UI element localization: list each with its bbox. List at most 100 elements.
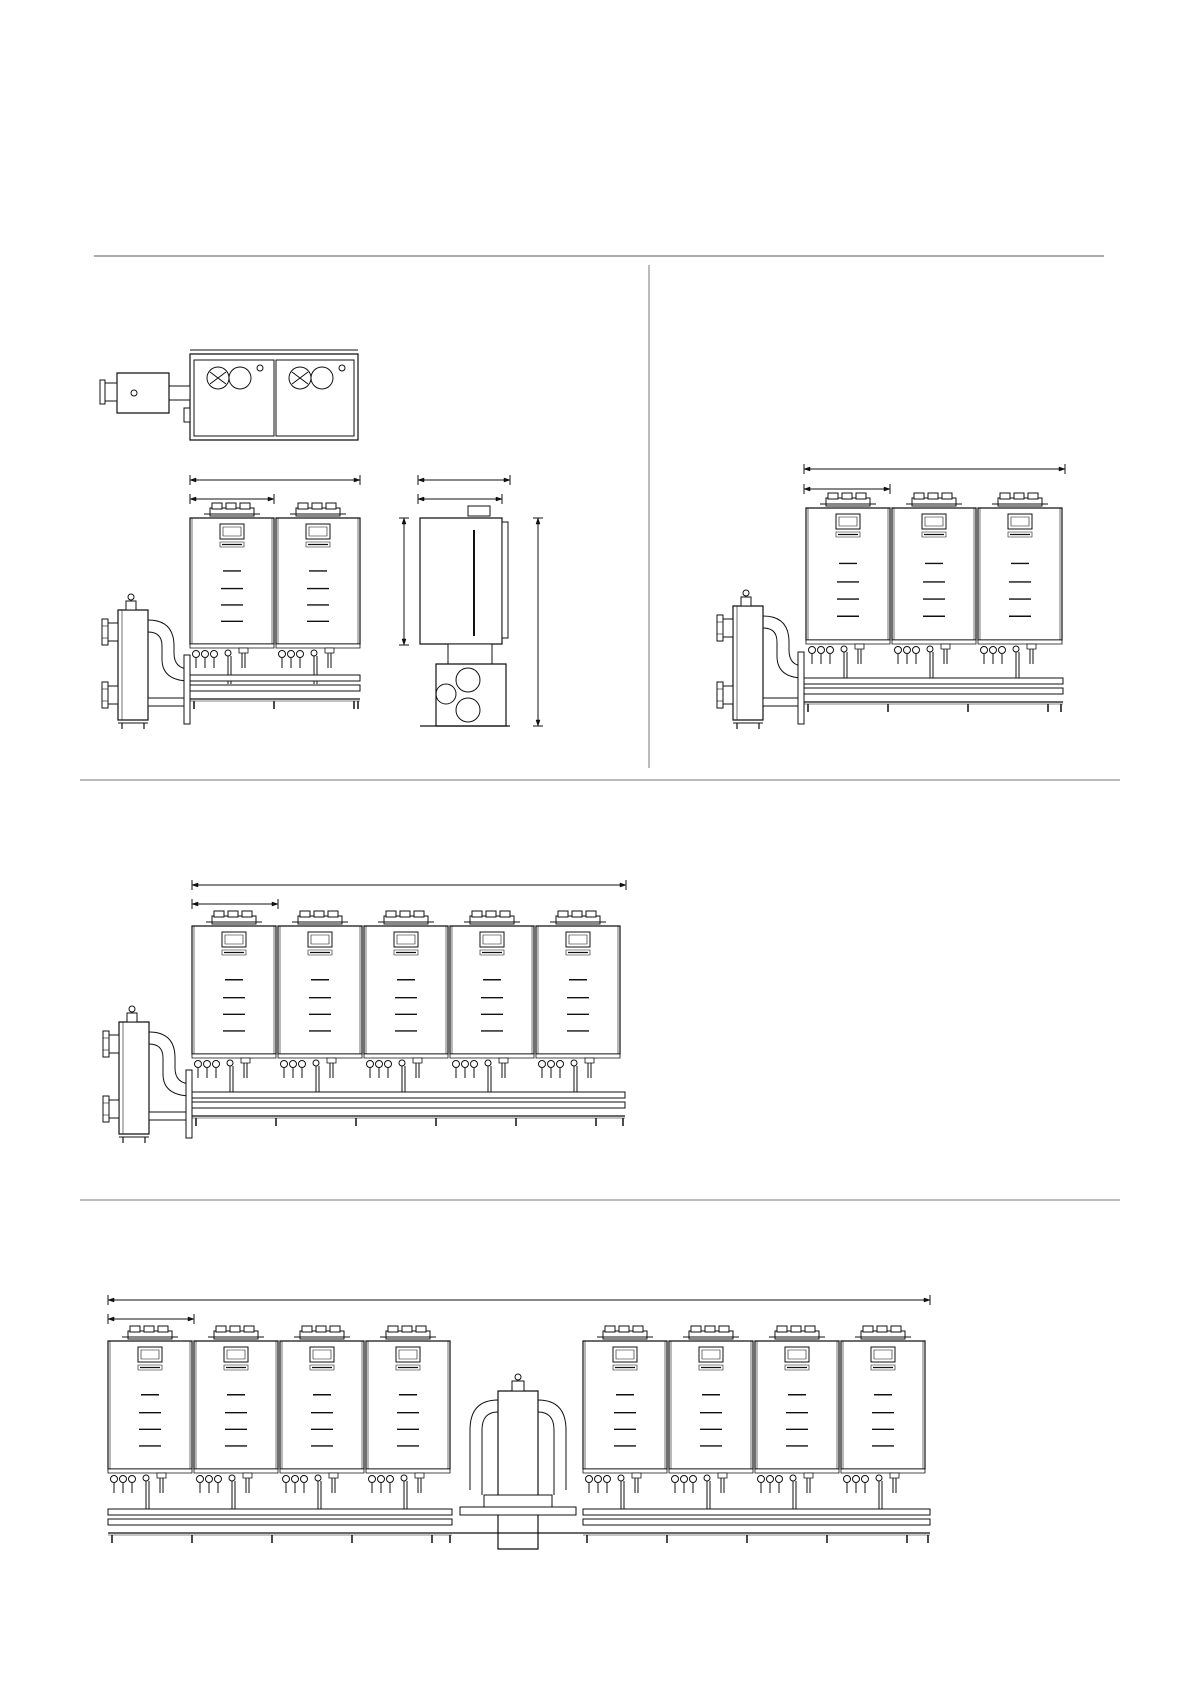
flue-stub bbox=[144, 1326, 154, 1332]
manifold-flange bbox=[184, 655, 190, 724]
display-inner bbox=[399, 1350, 417, 1359]
flue-connectors bbox=[292, 911, 348, 924]
valve-handle bbox=[841, 646, 847, 652]
valve-handle bbox=[202, 651, 209, 658]
front-view bbox=[102, 475, 360, 729]
flue-stub bbox=[314, 911, 324, 917]
upper-rail bbox=[190, 675, 360, 681]
center-header bbox=[498, 1391, 538, 1549]
boiler-unit-icon bbox=[278, 911, 362, 1094]
flue-stub bbox=[386, 911, 396, 917]
lower-rail bbox=[804, 688, 1063, 694]
valve-handle bbox=[999, 647, 1006, 654]
display-inner bbox=[839, 517, 857, 526]
pipe-valves bbox=[278, 1054, 362, 1094]
arrow-head bbox=[108, 1298, 114, 1302]
valve-handle bbox=[313, 1060, 319, 1066]
air-vent-cap bbox=[515, 1374, 521, 1380]
upper-rail bbox=[583, 1509, 930, 1515]
valve-handle bbox=[758, 1476, 765, 1483]
header-column bbox=[733, 606, 763, 720]
display-inner bbox=[311, 935, 329, 944]
flue-stub bbox=[326, 503, 336, 509]
arrow-head bbox=[192, 883, 198, 887]
flue-connectors bbox=[769, 1326, 825, 1339]
display-inner bbox=[225, 935, 243, 944]
flue-stub bbox=[691, 1326, 701, 1332]
valve-handle bbox=[297, 651, 304, 658]
valve-handle bbox=[548, 1061, 555, 1068]
flue-stub bbox=[605, 1326, 615, 1332]
arrow-head bbox=[496, 497, 502, 501]
arrow-head bbox=[1059, 467, 1065, 471]
valve-body bbox=[241, 1058, 250, 1063]
section-two-units bbox=[100, 350, 543, 729]
valve-handle bbox=[462, 1061, 469, 1068]
pipe-valves bbox=[892, 640, 976, 680]
flue-stub bbox=[302, 1326, 312, 1332]
flue-stub bbox=[300, 911, 310, 917]
arrow-head bbox=[884, 487, 890, 491]
pipe-valves bbox=[364, 1054, 448, 1094]
flue-stub bbox=[130, 1326, 140, 1332]
flue-stub bbox=[877, 1326, 887, 1332]
boiler-unit-icon bbox=[450, 911, 534, 1094]
valve-shelf bbox=[892, 640, 976, 644]
valve-handle bbox=[369, 1476, 376, 1483]
valve-handle bbox=[990, 647, 997, 654]
valve-handle bbox=[853, 1476, 860, 1483]
control-panel-icon bbox=[138, 1347, 162, 1370]
valve-shelf bbox=[669, 1469, 753, 1473]
valve-body bbox=[804, 1473, 813, 1478]
flue-stub bbox=[1014, 493, 1024, 499]
valve-handle bbox=[315, 1475, 321, 1481]
control-panel-icon bbox=[224, 1347, 248, 1370]
display-inner bbox=[1011, 517, 1029, 526]
flue-stub bbox=[942, 493, 952, 499]
valve-shelf bbox=[108, 1469, 192, 1473]
upper-rail bbox=[192, 1092, 625, 1098]
manifold-flange bbox=[186, 1070, 192, 1138]
valve-handle bbox=[281, 1061, 288, 1068]
flange-neck bbox=[108, 686, 118, 704]
valve-handle bbox=[378, 1476, 385, 1483]
flue-stub bbox=[212, 503, 222, 509]
side-flue bbox=[468, 506, 490, 516]
boiler-unit-icon bbox=[978, 493, 1062, 680]
boiler-unit-icon bbox=[536, 911, 620, 1094]
valve-handle bbox=[453, 1061, 460, 1068]
flue-stub bbox=[777, 1326, 787, 1332]
valve-handle bbox=[790, 1475, 796, 1481]
valve-handle bbox=[129, 1476, 136, 1483]
valve-handle bbox=[981, 647, 988, 654]
valve-handle bbox=[571, 1060, 577, 1066]
valve-shelf bbox=[755, 1469, 839, 1473]
flue-stub bbox=[842, 493, 852, 499]
valve-handle bbox=[111, 1476, 118, 1483]
flange bbox=[102, 682, 108, 708]
arrow-head bbox=[536, 720, 540, 726]
flue-stub bbox=[216, 1326, 226, 1332]
arrow-head bbox=[536, 518, 540, 524]
valve-handle bbox=[215, 1476, 222, 1483]
valve-body bbox=[157, 1473, 166, 1478]
air-vent-cap bbox=[129, 1006, 135, 1012]
boiler-unit-icon bbox=[192, 911, 276, 1094]
boiler-unit-icon bbox=[841, 1326, 925, 1509]
valve-body bbox=[413, 1058, 422, 1063]
manifold-flange bbox=[798, 652, 804, 724]
arrow-head bbox=[354, 478, 360, 482]
boiler-unit-icon bbox=[806, 493, 890, 680]
flue-connectors bbox=[464, 911, 520, 924]
dimension-line-icon bbox=[108, 1314, 194, 1324]
valve-handle bbox=[776, 1476, 783, 1483]
display-inner bbox=[141, 1350, 159, 1359]
valve-handle bbox=[895, 647, 902, 654]
valve-body bbox=[890, 1473, 899, 1478]
control-panel-icon bbox=[222, 932, 246, 955]
side-door bbox=[502, 522, 508, 638]
center-rail bbox=[460, 1507, 576, 1515]
boiler-unit-icon bbox=[194, 1326, 278, 1509]
valve-shelf bbox=[536, 1054, 620, 1058]
dimension-line-icon bbox=[192, 880, 626, 890]
